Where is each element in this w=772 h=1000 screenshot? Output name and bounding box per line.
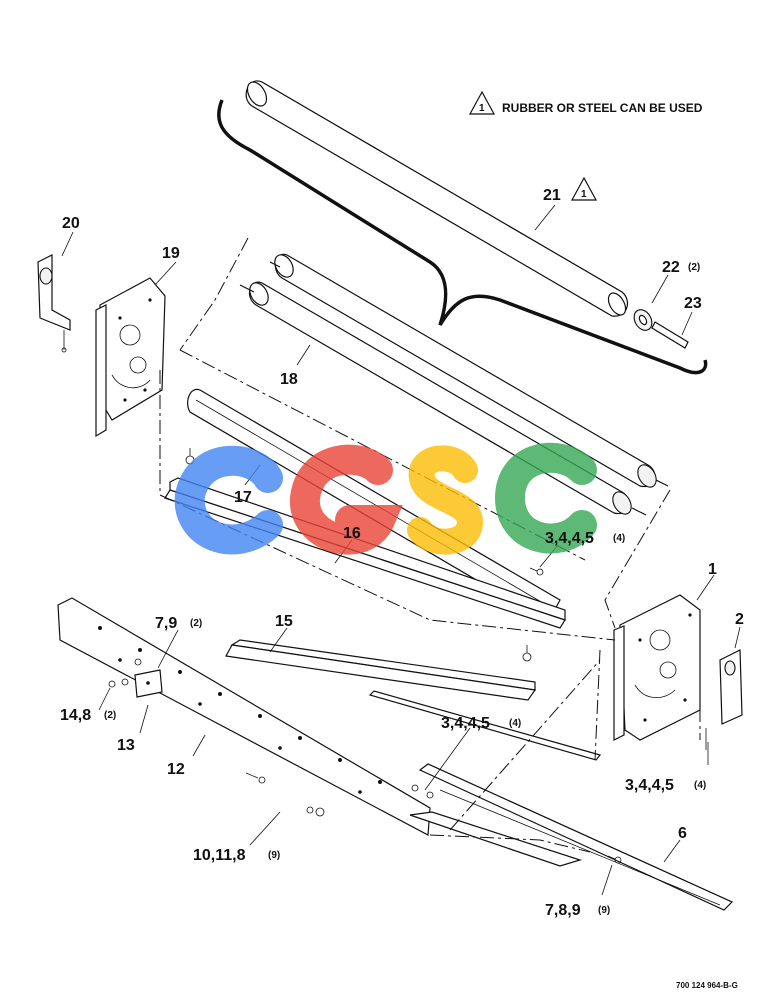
roller-group-outline: [217, 99, 708, 375]
callout-3-middle: 3,4,4,5 (4): [441, 715, 521, 732]
callout-19: 19: [162, 245, 180, 262]
callout-10-11-8: 10,11,8 (9): [193, 847, 280, 864]
callout-7-8-9: 7,8,9 (9): [545, 902, 610, 919]
callout-1: 1: [708, 561, 717, 578]
callout-3-top: 3,4,4,5 (4): [545, 530, 625, 547]
channel-6: [409, 763, 734, 911]
bearing-22: [633, 309, 653, 331]
bracket-13: [134, 669, 163, 698]
callout-13: 13: [117, 737, 135, 754]
note-text: RUBBER OR STEEL CAN BE USED: [502, 101, 703, 115]
callout-6: 6: [678, 825, 687, 842]
watermark-letter-s: [407, 445, 484, 555]
svg-text:(2): (2): [190, 618, 202, 629]
callout-21: 21 1: [543, 176, 598, 204]
svg-text:14,8: 14,8: [60, 707, 91, 724]
svg-text:(4): (4): [613, 533, 625, 544]
svg-text:7,9: 7,9: [155, 615, 177, 632]
side-plate-1: [613, 594, 701, 741]
bracket-20: [37, 254, 71, 353]
callout-15: 15: [275, 613, 293, 630]
svg-text:22: 22: [662, 259, 680, 276]
callout-21-triangle-marker: [570, 176, 598, 201]
drawing-code: 700 124 964-B-G: [676, 981, 738, 990]
svg-text:7,8,9: 7,8,9: [545, 902, 581, 919]
watermark-letter-c1: [174, 445, 283, 555]
callout-18: 18: [280, 371, 298, 388]
callout-22: 22 (2): [662, 259, 700, 276]
callout-20: 20: [62, 215, 80, 232]
watermark-letter-c2: [494, 442, 597, 554]
watermark-letter-g: [290, 444, 403, 555]
callout-17: 17: [234, 489, 252, 506]
svg-text:(9): (9): [268, 850, 280, 861]
bracket-2: [705, 649, 743, 750]
svg-text:3,4,4,5: 3,4,4,5: [441, 715, 490, 732]
callout-2: 2: [735, 611, 744, 628]
note-triangle-marker: [468, 90, 496, 115]
svg-text:(2): (2): [104, 710, 116, 721]
callout-7-9: 7,9 (2): [155, 615, 202, 632]
svg-text:10,11,8: 10,11,8: [193, 847, 246, 864]
svg-text:(9): (9): [598, 905, 610, 916]
svg-text:21: 21: [543, 187, 561, 204]
side-plate-19: [95, 277, 166, 438]
rod-bar: [368, 690, 602, 761]
svg-text:3,4,4,5: 3,4,4,5: [545, 530, 594, 547]
svg-text:(4): (4): [694, 780, 706, 791]
svg-text:1: 1: [581, 189, 587, 200]
cgsc-watermark: [174, 442, 597, 555]
material-note: 1 RUBBER OR STEEL CAN BE USED: [468, 90, 703, 115]
angle-15: [225, 639, 537, 701]
callout-3-right: 3,4,4,5 (4): [625, 777, 706, 794]
callout-labels: 20 19 21 1 22 (2) 23 18 17 16 3,4,4,5 (4…: [60, 176, 744, 919]
callout-12: 12: [167, 761, 185, 778]
callout-14-8: 14,8 (2): [60, 707, 116, 724]
note-marker-number: 1: [479, 103, 485, 114]
callout-16: 16: [343, 525, 361, 542]
svg-text:(2): (2): [688, 262, 700, 273]
shaft-23: [651, 321, 689, 349]
roller-21: [245, 80, 629, 317]
callout-23: 23: [684, 295, 702, 312]
svg-text:3,4,4,5: 3,4,4,5: [625, 777, 674, 794]
svg-text:(4): (4): [509, 718, 521, 729]
hardware-bolts: [108, 448, 622, 864]
